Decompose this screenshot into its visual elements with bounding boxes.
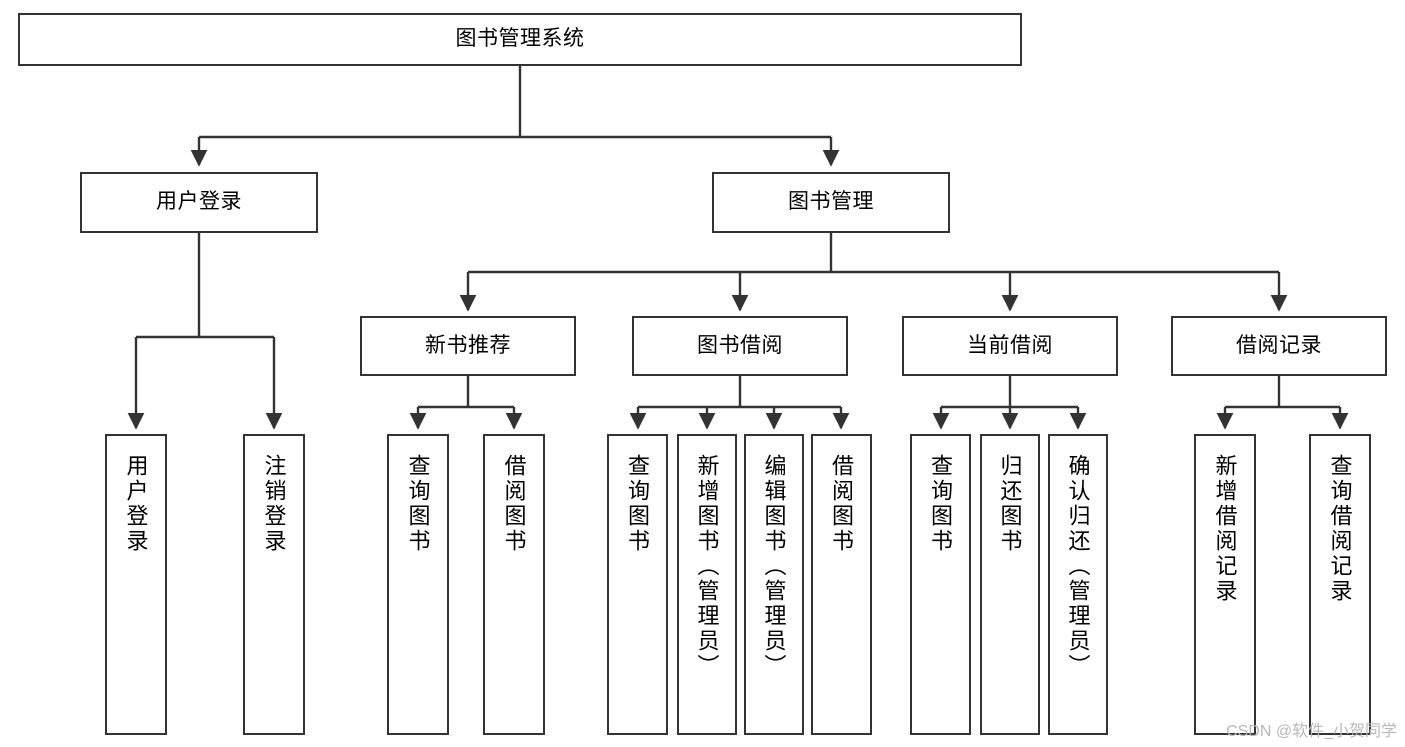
node-label: 注销登录	[261, 454, 287, 554]
node-label: 新书推荐	[425, 333, 511, 357]
node-book-management[interactable]: 图书管理	[712, 172, 950, 233]
leaf-borrow-book-recommend[interactable]: 借阅图书	[483, 434, 545, 735]
node-label: 新增借阅记录	[1212, 454, 1238, 604]
leaf-user-login[interactable]: 用户登录	[105, 434, 167, 735]
node-label: 用户登录	[123, 454, 149, 554]
node-book-borrow[interactable]: 图书借阅	[632, 316, 848, 376]
node-label: 借阅图书	[829, 454, 855, 554]
leaf-query-book-current[interactable]: 查询图书	[910, 434, 971, 735]
node-label: 图书借阅	[697, 333, 783, 357]
node-user-login[interactable]: 用户登录	[80, 172, 318, 233]
node-borrow-record[interactable]: 借阅记录	[1171, 316, 1387, 376]
node-label: 编辑图书（管理员）	[761, 454, 787, 679]
node-label: 归还图书	[997, 454, 1023, 554]
node-label: 借阅记录	[1236, 333, 1322, 357]
node-label: 查询图书	[405, 454, 431, 554]
leaf-add-borrow-record[interactable]: 新增借阅记录	[1194, 434, 1256, 735]
node-label: 图书管理	[788, 190, 874, 214]
leaf-add-book-admin[interactable]: 新增图书（管理员）	[677, 434, 737, 735]
node-label: 用户登录	[156, 190, 242, 214]
leaf-borrow-book[interactable]: 借阅图书	[811, 434, 872, 735]
leaf-query-book-recommend[interactable]: 查询图书	[387, 434, 449, 735]
node-label: 新增图书（管理员）	[694, 454, 720, 679]
leaf-edit-book-admin[interactable]: 编辑图书（管理员）	[744, 434, 804, 735]
node-root-system[interactable]: 图书管理系统	[18, 13, 1022, 66]
node-label: 借阅图书	[501, 454, 527, 554]
leaf-return-book[interactable]: 归还图书	[980, 434, 1040, 735]
node-label: 查询图书	[625, 454, 651, 554]
node-current-borrow[interactable]: 当前借阅	[902, 316, 1118, 376]
node-label: 确认归还（管理员）	[1065, 454, 1091, 679]
leaf-confirm-return-admin[interactable]: 确认归还（管理员）	[1048, 434, 1108, 735]
node-label: 当前借阅	[967, 333, 1053, 357]
node-new-book-recommend[interactable]: 新书推荐	[360, 316, 576, 376]
node-label: 图书管理系统	[455, 27, 585, 51]
csdn-watermark: CSDN @软件_小贺同学	[1226, 723, 1397, 740]
leaf-query-book-borrow[interactable]: 查询图书	[607, 434, 668, 735]
node-label: 查询借阅记录	[1327, 454, 1353, 604]
leaf-user-logout[interactable]: 注销登录	[243, 434, 305, 735]
leaf-query-borrow-record[interactable]: 查询借阅记录	[1309, 434, 1371, 735]
node-label: 查询图书	[928, 454, 954, 554]
